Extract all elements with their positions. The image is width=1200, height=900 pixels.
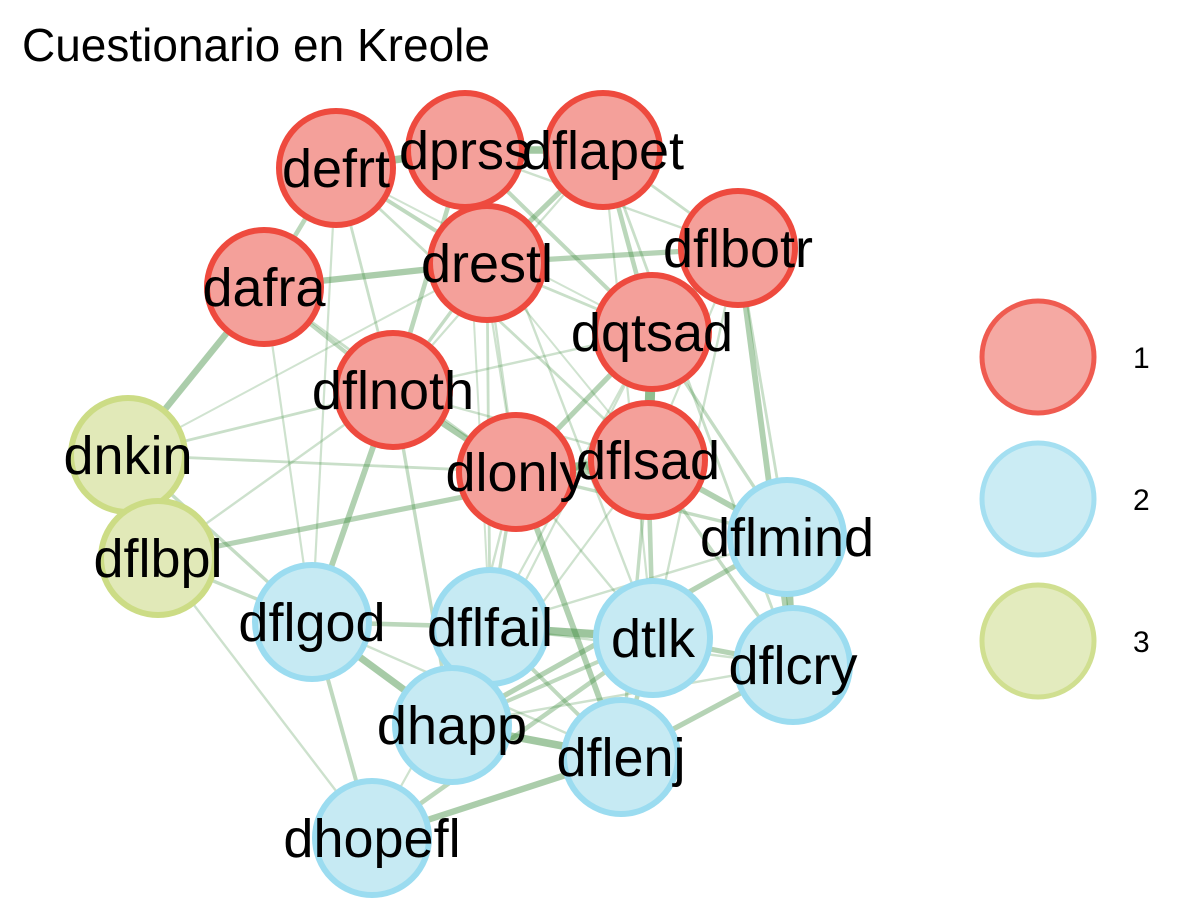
node-label-dafra: dafra	[202, 258, 326, 318]
node-circle-dflsad	[588, 400, 708, 520]
node-dafra: dafra	[202, 227, 327, 347]
node-circle-dflnoth	[333, 330, 453, 450]
node-circle-dlonly	[456, 412, 576, 532]
node-circle-dflbotr	[678, 188, 798, 308]
legend-label-1: 1	[1133, 342, 1150, 375]
node-drestl: drestl	[421, 203, 553, 323]
edge-dflbotr-dflcry	[735, 245, 796, 668]
node-label-dlonly: dlonly	[445, 443, 586, 503]
node-dhapp: dhapp	[377, 665, 527, 785]
legend-swatch-1	[979, 298, 1097, 416]
legend-swatch-3	[979, 582, 1097, 700]
node-dflmind: dflmind	[700, 477, 874, 597]
page-title: Cuestionario en Kreole	[22, 19, 490, 71]
node-label-defrt: defrt	[282, 139, 390, 199]
node-dlonly: dlonly	[445, 412, 587, 532]
node-dflsad: dflsad	[576, 400, 720, 520]
node-label-dprss: dprss	[399, 121, 531, 181]
node-circle-dflgod	[252, 562, 372, 682]
node-label-dnkin: dnkin	[63, 426, 192, 486]
node-dprss: dprss	[399, 90, 531, 210]
node-label-dflbpl: dflbpl	[93, 529, 222, 589]
node-dflfail: dflfail	[427, 567, 553, 687]
node-label-dhapp: dhapp	[377, 696, 527, 756]
edge-dflapet-dtlk	[601, 148, 655, 640]
legend-swatch-2	[979, 440, 1097, 558]
node-dflcry: dflcry	[728, 605, 858, 725]
node-label-dflmind: dflmind	[700, 508, 874, 568]
node-dhopefl: dhopefl	[283, 778, 461, 898]
node-circle-dflmind	[727, 477, 847, 597]
node-dflbotr: dflbotr	[663, 188, 813, 308]
node-circle-dhopefl	[312, 778, 432, 898]
node-label-dflsad: dflsad	[576, 431, 720, 491]
node-dtlk: dtlk	[593, 578, 713, 698]
node-dflbpl: dflbpl	[93, 498, 223, 618]
node-label-dflbotr: dflbotr	[663, 219, 813, 279]
node-circle-dafra	[204, 227, 324, 347]
node-label-dflfail: dflfail	[427, 598, 553, 658]
node-circle-dflenj	[561, 697, 681, 817]
node-dflgod: dflgod	[238, 562, 386, 682]
node-label-dflnoth: dflnoth	[312, 361, 474, 421]
node-circle-dtlk	[593, 578, 713, 698]
node-circle-dhapp	[392, 665, 512, 785]
node-label-dhopefl: dhopefl	[283, 809, 460, 869]
node-dflnoth: dflnoth	[312, 330, 474, 450]
node-circle-dprss	[405, 90, 525, 210]
legend-label-3: 3	[1133, 626, 1150, 659]
node-circle-dflapet	[543, 90, 663, 210]
node-label-dtlk: dtlk	[611, 609, 696, 669]
legend-label-2: 2	[1133, 484, 1150, 517]
edge-defrt-dflgod	[310, 166, 338, 624]
node-circle-drestl	[427, 203, 547, 323]
node-circle-defrt	[276, 108, 396, 228]
node-label-dqtsad: dqtsad	[571, 303, 733, 363]
node-dqtsad: dqtsad	[571, 272, 733, 392]
edge-dnkin-dlonly	[126, 453, 518, 474]
node-circle-dflbpl	[98, 498, 218, 618]
node-label-dflcry: dflcry	[728, 636, 857, 696]
node-defrt: defrt	[276, 108, 396, 228]
node-circle-dqtsad	[592, 272, 712, 392]
edge-dnkin-drestl	[127, 262, 488, 456]
node-dflenj: dflenj	[556, 697, 686, 817]
node-circle-dflcry	[733, 605, 853, 725]
node-label-dflgod: dflgod	[238, 593, 385, 653]
node-dflapet: dflapet	[522, 90, 684, 210]
node-label-dflapet: dflapet	[522, 121, 684, 181]
node-label-dflenj: dflenj	[556, 728, 685, 788]
legend: 1 2 3	[979, 298, 1150, 700]
node-label-drestl: drestl	[421, 234, 553, 294]
